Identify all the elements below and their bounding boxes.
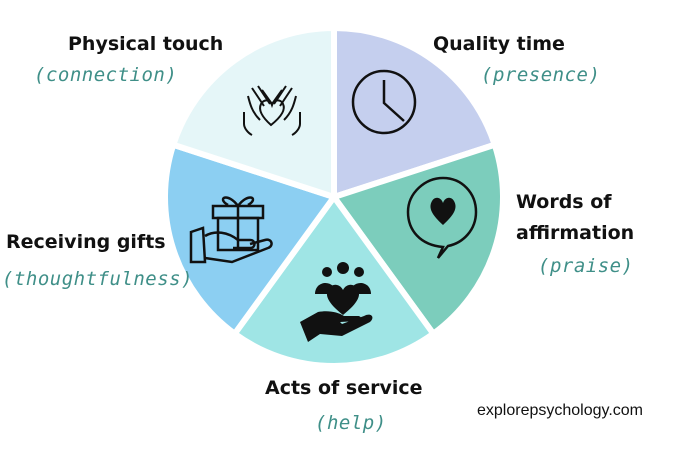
quality-time-title: Quality time [433,33,565,55]
physical-touch-subtitle: (connection) [34,64,178,86]
receiving-gifts-title: Receiving gifts [6,231,166,253]
website-label: explorepsychology.com [477,402,644,419]
words-of-affirmation-title-line2: affirmation [516,222,635,244]
quality-time-subtitle: (presence) [481,64,601,86]
words-of-affirmation-subtitle: (praise) [538,255,634,277]
pie-slice-words-of-affirmation [331,141,506,337]
clock-icon [351,69,417,135]
physical-touch-title: Physical touch [68,33,224,55]
acts-of-service-title: Acts of service [265,377,423,399]
receiving-gifts-subtitle: (thoughtfulness) [2,268,194,290]
gift-hand-icon [189,196,273,264]
speech-bubble-heart-icon [406,176,478,259]
pie-slice-acts-of-service [231,194,437,369]
hands-heart-icon [243,85,301,136]
acts-of-service-subtitle: (help) [315,412,387,434]
words-of-affirmation-title-line1: Words of [516,191,612,213]
hand-heart-people-icon [300,262,373,342]
